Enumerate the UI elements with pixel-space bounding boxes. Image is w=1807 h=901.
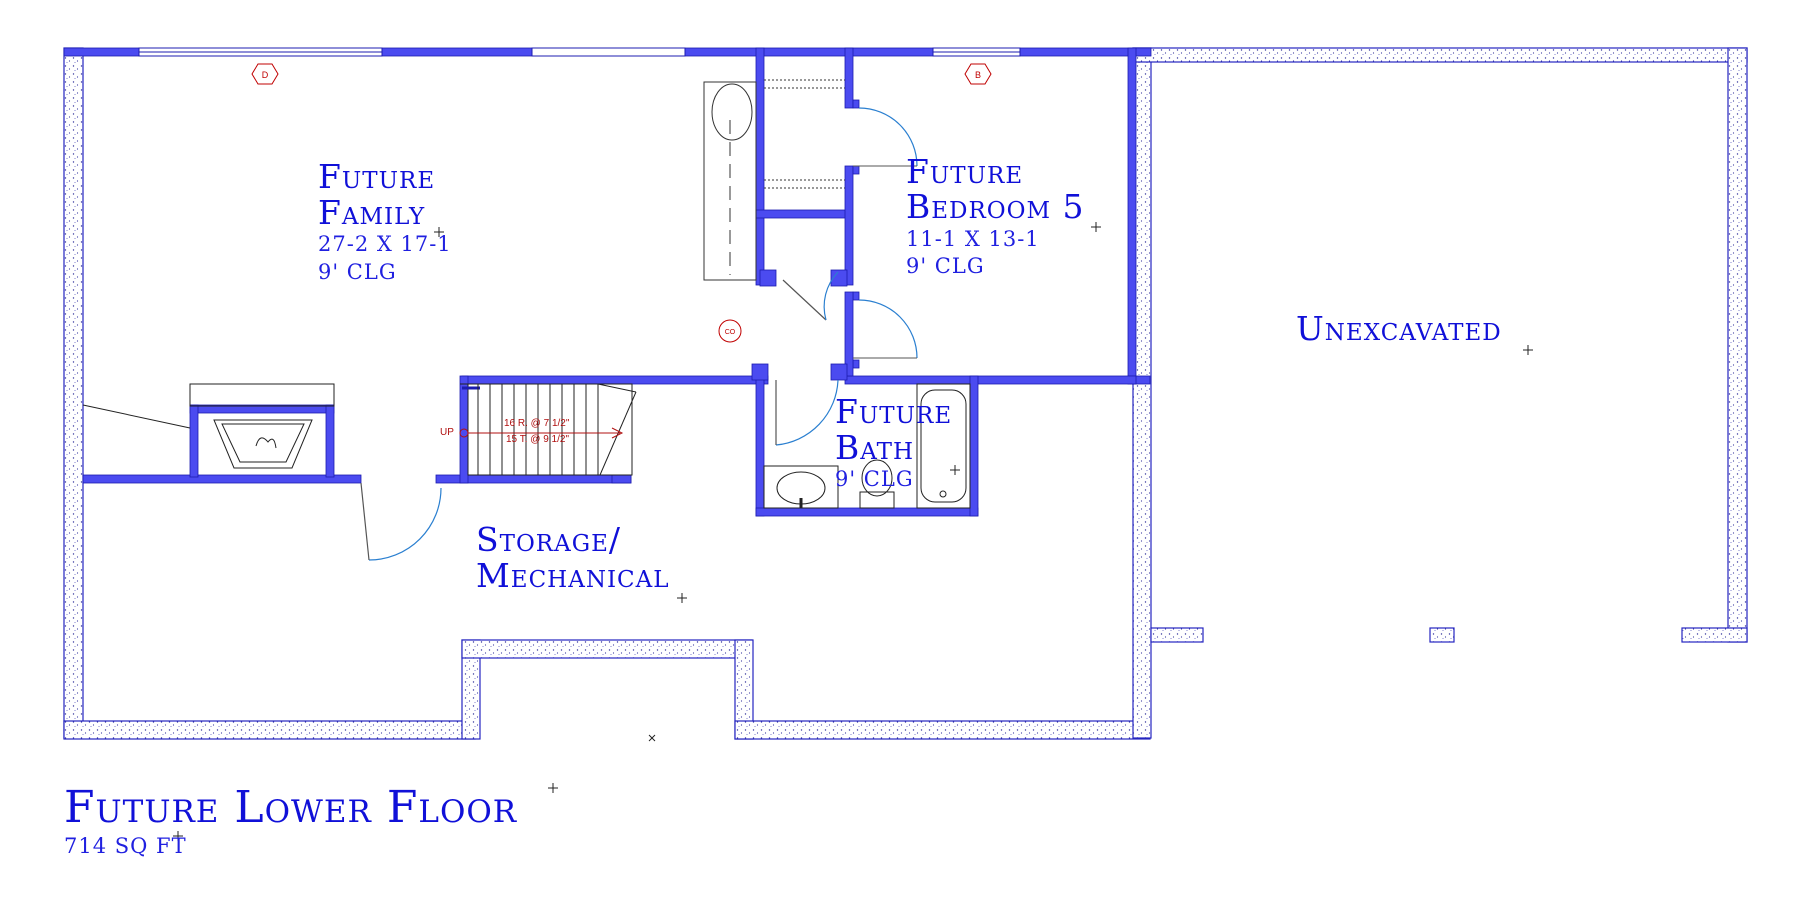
unexcavated-label: Unexcavated (1296, 309, 1502, 348)
door-swings (360, 107, 918, 561)
family-room-name-line2: Family (318, 193, 426, 232)
stairs-treads: 15 T. @ 9 1/2" (506, 434, 569, 445)
family-room-size: 27-2 X 17-1 (318, 232, 452, 256)
storage-name-line1: Storage/ (476, 520, 622, 559)
plan-title: Future Lower Floor (64, 782, 518, 833)
co-tag: CO (718, 319, 742, 343)
storage-name-line2: Mechanical (476, 556, 670, 595)
bedroom-ceiling: 9' CLG (906, 254, 985, 278)
family-room-ceiling: 9' CLG (318, 260, 397, 284)
bedroom-name-line2: Bedroom 5 (906, 187, 1085, 226)
co-tag-label: CO (725, 329, 736, 336)
label-marks (173, 222, 1533, 841)
bedroom-name-line1: Future (906, 152, 1024, 191)
bath-fixtures (763, 383, 971, 509)
window-openings (138, 47, 1021, 57)
window-tag-b-label: B (975, 70, 981, 80)
bath-name-line1: Future (835, 392, 953, 431)
stairs-risers: 16 R. @ 7 1/2" (504, 418, 570, 429)
interior-walls (63, 47, 1152, 517)
fireplace (82, 383, 335, 469)
window-tag-b: B (964, 63, 992, 85)
bath-ceiling: 9' CLG (835, 467, 914, 491)
bath-name-line2: Bath (835, 428, 915, 467)
bedroom-size: 11-1 X 13-1 (906, 227, 1040, 251)
plan-area: 714 SQ FT (64, 834, 187, 858)
window-tag-d-label: D (262, 70, 269, 80)
window-tag-d: D (251, 63, 279, 85)
closet-shelves (703, 79, 845, 281)
stairs-direction: UP (440, 427, 454, 438)
staircase (459, 383, 637, 476)
family-room-name-line1: Future (318, 157, 436, 196)
